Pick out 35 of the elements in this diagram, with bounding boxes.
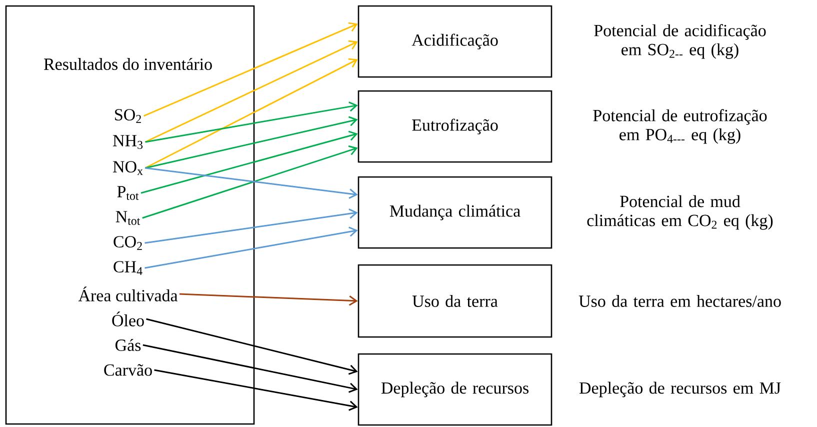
description-text: Potencial de acidificação em SO$_{2--}$ eq (kg) [594,24,766,59]
impact-box: Acidificação [358,5,552,78]
inventory-item: Carvão [104,364,152,376]
arrow [145,116,358,169]
arrow [140,130,358,194]
inventory-item: CH$_{4}$ [114,261,142,275]
arrow [144,22,358,117]
arrow [144,226,358,269]
arrow [144,208,358,244]
arrow [142,344,358,393]
inventory-item: NO$_{x}$ [113,161,143,175]
impact-box: Mudança climática [358,176,552,249]
inventory-item: P$_{tot}$ [117,186,139,200]
inventory-item: N$_{tot}$ [116,211,140,225]
description-text: Potencial de eutrofização em PO$_{4---}$ eq (kg) [593,109,767,144]
inventory-item: CO$_{2}$ [114,236,142,250]
inventory-item: SO$_{2}$ [115,109,141,123]
arrow [145,167,358,199]
arrow [146,318,358,375]
description-text: Potencial de mud climáticas em CO$_{2}$ eq (kg) [587,195,773,230]
arrow [144,40,358,143]
arrow [142,145,358,219]
impact-box: Uso da terra [358,264,552,338]
arrow [179,293,358,306]
inventory-item: NH$_{3}$ [113,135,143,149]
inventory-item: Área cultivada [78,286,178,302]
impact-box: Eutrofização [358,90,552,163]
description-text: Uso da terra em hectares/ano [578,295,781,307]
impact-box: Depleção de recursos [358,353,552,426]
arrow [144,58,358,169]
inventory-item: Óleo [112,312,144,326]
arrow [145,102,358,143]
description-text: Depleção de recursos em MJ [579,382,781,398]
inventory-item: Gás [115,339,141,351]
arrow [154,369,358,411]
